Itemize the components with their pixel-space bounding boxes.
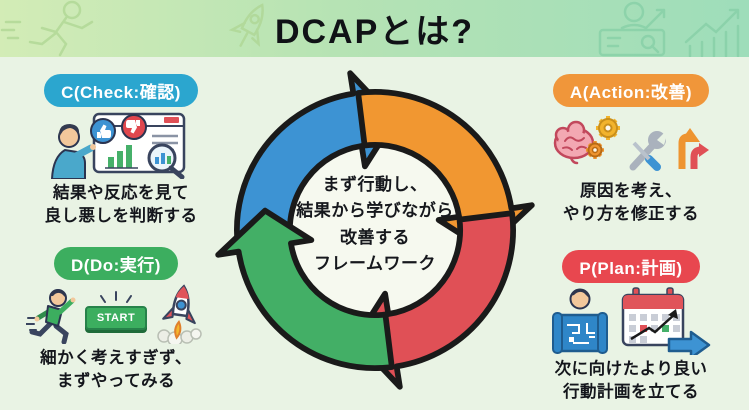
plan-illustration [549, 287, 713, 355]
cycle-center-text: まず行動し、 結果から学びながら 改善する フレームワーク [296, 175, 454, 274]
presenter-outline-icon [598, 1, 666, 57]
thumbs-up-bubble-icon [90, 118, 116, 144]
do-illustration: START [26, 284, 206, 344]
do-badge: D(Do:実行) [54, 247, 178, 280]
check-caption: 結果や反応を見て 良し悪しを判断する [44, 184, 198, 225]
dcap-cycle-diagram [207, 62, 543, 398]
calendar-chart-icon [621, 287, 685, 347]
running-person-icon [26, 289, 76, 344]
section-do: D(Do:実行) START [14, 247, 218, 393]
section-action: A(Action:改善) [524, 74, 738, 226]
plan-badge: P(Plan:計画) [562, 250, 700, 283]
plan-caption: 次に向けたより良い 行動計画を立てる [554, 360, 708, 401]
section-plan: P(Plan:計画) [524, 250, 738, 404]
page-title: DCAPとは? [274, 13, 475, 51]
person-pointing-icon [50, 124, 96, 179]
action-badge: A(Action:改善) [552, 74, 710, 107]
action-caption: 原因を考え、 やり方を修正する [563, 182, 699, 223]
person-blueprint-icon [552, 288, 608, 354]
rocket-outline-icon [228, 3, 264, 47]
growth-chart-outline-icon [684, 8, 740, 57]
runner-outline-icon [0, 0, 94, 57]
bar-chart-icon [105, 145, 138, 169]
magnifier-chart-icon [147, 143, 185, 179]
brain-icon [553, 120, 595, 165]
forward-arrow-icon [667, 330, 711, 355]
start-button-group: START [85, 291, 147, 330]
start-button: START [85, 306, 147, 330]
section-check: C(Check:確認) [18, 74, 224, 228]
action-illustration [551, 111, 711, 177]
cycle-center-disc [261, 116, 489, 344]
do-caption: 細かく考えすぎず、 まずやってみる [40, 349, 192, 390]
header-decorations [0, 0, 740, 57]
action-illustration-art [553, 116, 709, 171]
wrench-screwdriver-icon [629, 128, 669, 171]
gear-icons [586, 116, 620, 159]
rocket-launch-icon [157, 284, 202, 344]
header-band: DCAPとは? [0, 0, 749, 57]
check-illustration [50, 111, 192, 179]
check-badge: C(Check:確認) [44, 74, 198, 107]
thumbs-down-bubble-icon [121, 114, 147, 140]
branching-arrows-icon [678, 128, 709, 169]
check-illustration-art [50, 112, 186, 179]
plan-illustration-art [552, 287, 711, 355]
sparkle-icon [100, 291, 132, 303]
